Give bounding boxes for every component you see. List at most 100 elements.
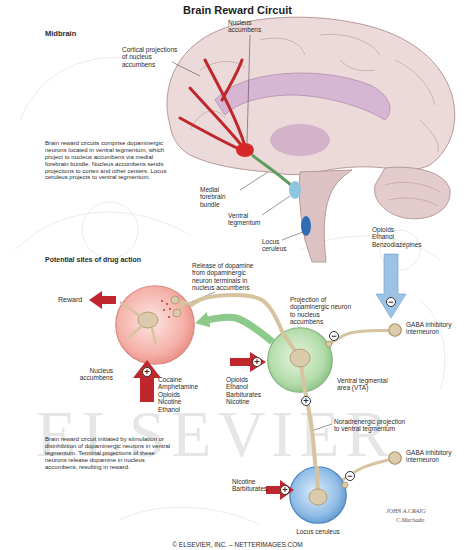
drug-list: Opioids Ethanol Barbiturates Nicotine <box>226 376 262 406</box>
dopamine-projection-arrow <box>205 317 273 342</box>
drug-list: Cocaine Amphetamine Opioids Nicotine Eth… <box>158 376 194 413</box>
synaptic-knob <box>326 341 332 347</box>
description-text: Brain reward circuit initiated by stimul… <box>45 436 173 470</box>
dopamine-dot <box>169 308 171 310</box>
dopaminergic-axon <box>190 295 282 332</box>
leader-line <box>282 232 303 240</box>
node-outline <box>388 451 402 465</box>
node-label: GABA inhibitory interneuron <box>406 449 464 464</box>
axon-terminal <box>171 296 179 304</box>
locus-ceruleus-circle: Locus ceruleus <box>289 466 347 524</box>
sign-symbol: + <box>252 357 262 367</box>
node-label: Ventral tegmental area (VTA) <box>337 377 395 392</box>
cortical-projections <box>180 60 245 150</box>
cerebrum <box>167 17 455 174</box>
node-shape <box>290 467 347 524</box>
cerebellum <box>375 167 451 219</box>
node-outline <box>115 285 195 365</box>
stimulation-arrow <box>133 360 161 402</box>
gyrus-line <box>320 34 380 55</box>
sign-symbol: + <box>142 367 152 377</box>
stimulation-arrow <box>230 352 266 372</box>
etching-line <box>82 202 138 258</box>
axon-stub <box>317 466 318 497</box>
inhibitory-axon <box>329 330 388 344</box>
node-outline <box>289 466 347 524</box>
dopamine-dot <box>163 309 165 311</box>
leader-line <box>247 35 250 143</box>
node-shape <box>389 324 402 337</box>
gyrus-line <box>395 60 435 105</box>
node-outline <box>267 327 333 393</box>
brain-illustration <box>167 17 455 262</box>
diagram-title: Brain Reward Circuit <box>0 4 475 17</box>
sign-symbol: + <box>280 485 290 495</box>
dopamine-dot <box>166 303 168 305</box>
node-label: GABA inhibitory interneuron <box>406 321 464 336</box>
node-outline <box>388 323 402 337</box>
callout-text: Projection of dopaminergic neuron to nuc… <box>290 296 352 326</box>
sign-symbol: − <box>329 331 339 341</box>
noradrenergic-neuron <box>309 489 327 505</box>
leader-line <box>240 172 268 190</box>
drug-list: Opioids Ethanol Benzodiazepines <box>372 226 408 248</box>
gyrus-line <box>420 120 438 152</box>
node-shape <box>116 286 195 365</box>
leader-line <box>172 62 200 76</box>
part-label: Cortical projections of nucleus accumben… <box>122 46 180 68</box>
region-label: Midbrain <box>45 30 105 39</box>
dopaminergic-neuron <box>290 349 310 367</box>
node-label: Nucleus accumbens <box>69 367 113 382</box>
artist-signature: JOHN A.CRAIG <box>386 508 456 515</box>
leader-lines <box>172 35 332 430</box>
inhibition-arrow <box>376 254 406 318</box>
node-label: Locus ceruleus <box>283 528 353 535</box>
section-heading: Potential sites of drug action <box>45 256 175 264</box>
nucleus-accumbens-region <box>236 143 254 157</box>
node-shape <box>268 328 333 393</box>
callout-text: Noradrenergic projection to ventral tegm… <box>334 418 408 433</box>
part-label: Locus ceruleus <box>262 238 304 253</box>
locus-ceruleus-region <box>301 216 311 236</box>
thalamus <box>270 124 330 156</box>
etching-line <box>15 212 190 250</box>
dendrite <box>120 302 156 345</box>
dopamine-dot <box>161 300 163 302</box>
postsynaptic-neuron <box>138 312 158 328</box>
projection-fiber <box>205 60 245 146</box>
gyrus-line <box>260 38 305 55</box>
description-text: Brain reward circuits comprise dopaminer… <box>45 140 173 181</box>
etching-line <box>420 300 445 390</box>
medial-forebrain-bundle <box>252 155 292 186</box>
interneuron-soma: GABA inhibitory interneuron <box>388 451 402 465</box>
axon-terminal <box>173 309 181 317</box>
nucleus-accumbens-circle: Nucleus accumbens <box>115 285 195 365</box>
artist-signature: C.Machado <box>396 517 456 524</box>
etching-line <box>120 507 260 525</box>
part-label: Nucleus accumbens <box>228 19 270 34</box>
interneuron-soma: GABA inhibitory interneuron <box>388 323 402 337</box>
sign-symbol: + <box>301 396 311 406</box>
part-label: Ventral tegmentum <box>228 212 270 227</box>
ventral-tegmentum-region <box>289 181 301 199</box>
drug-list: Nicotine Barbiturates <box>232 478 268 493</box>
vta-circle: Ventral tegmental area (VTA) <box>267 327 333 393</box>
reward-arrow <box>89 291 116 309</box>
brainstem <box>299 170 352 262</box>
folia-line <box>388 198 438 206</box>
projection-fiber <box>180 118 241 150</box>
node-shape <box>389 452 402 465</box>
dopamine-dot <box>168 316 170 318</box>
callout-text: Release of dopamine from dopaminergic ne… <box>192 262 264 292</box>
corpus-callosum <box>215 73 390 120</box>
sign-symbol: − <box>386 297 396 307</box>
gyrus-line <box>340 60 375 71</box>
copyright-notice: © ELSEVIER, INC. – NETTERIMAGES.COM <box>0 541 475 548</box>
gyri-lines <box>190 34 440 206</box>
leader-line <box>262 196 290 215</box>
axon-terminal-branch <box>176 300 190 312</box>
stimulation-arrow <box>266 480 294 500</box>
dopamine-dots <box>161 300 171 318</box>
sign-symbol: − <box>345 471 355 481</box>
